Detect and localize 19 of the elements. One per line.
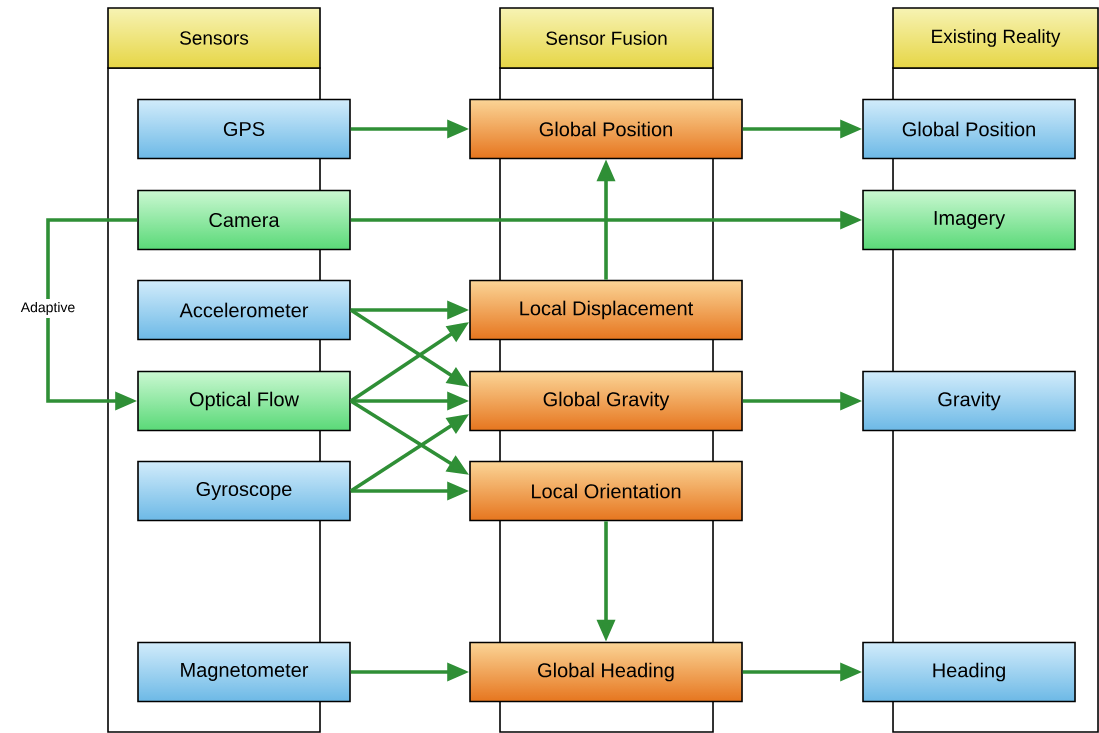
- process-box: Imagery: [862, 189, 1076, 251]
- process-box: Gravity: [862, 370, 1076, 432]
- process-box: Global Position: [862, 98, 1076, 160]
- process-box: Accelerometer: [137, 279, 351, 341]
- process-box: Global Position: [469, 98, 743, 160]
- edge-label: Adaptive: [17, 299, 79, 319]
- process-box: Optical Flow: [137, 370, 351, 432]
- process-box: Gyroscope: [137, 460, 351, 522]
- column-header: Sensors: [107, 7, 321, 69]
- process-box: Magnetometer: [137, 641, 351, 703]
- process-box: Global Gravity: [469, 370, 743, 432]
- process-box: GPS: [137, 98, 351, 160]
- process-box: Local Orientation: [469, 460, 743, 522]
- process-box: Local Displacement: [469, 279, 743, 341]
- process-box: Heading: [862, 641, 1076, 703]
- column-header: Sensor Fusion: [499, 7, 714, 69]
- column-header: Existing Reality: [892, 7, 1099, 69]
- process-box: Camera: [137, 189, 351, 251]
- process-box: Global Heading: [469, 641, 743, 703]
